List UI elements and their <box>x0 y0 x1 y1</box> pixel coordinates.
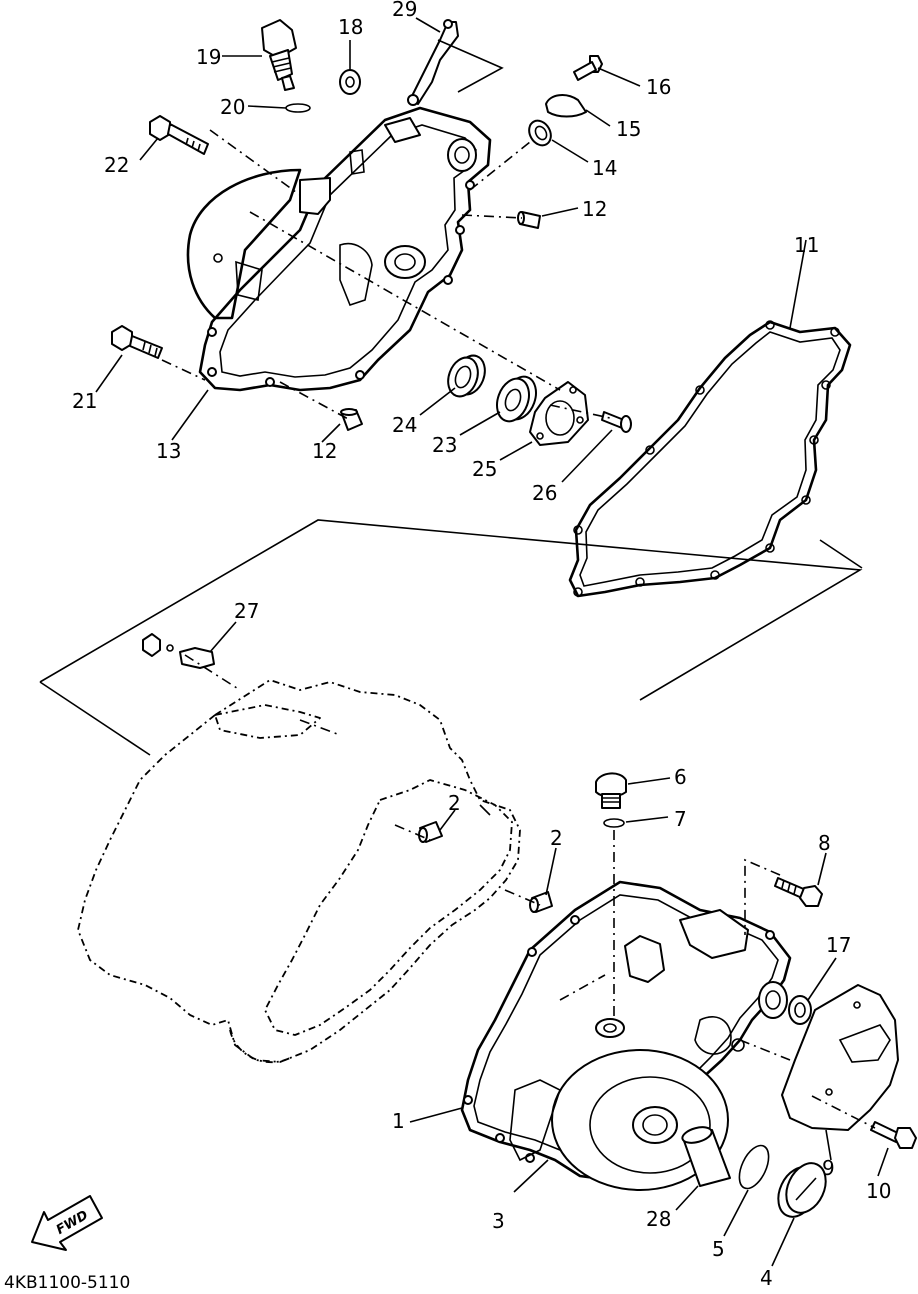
callout-19: 19 <box>196 45 221 69</box>
callout-21: 21 <box>72 389 97 413</box>
cover-3 <box>509 1079 561 1162</box>
callout-15: 15 <box>616 117 641 141</box>
callout-8: 8 <box>818 831 831 855</box>
callout-5: 5 <box>712 1237 725 1261</box>
callout-24: 24 <box>392 413 417 437</box>
callout-13: 13 <box>156 439 181 463</box>
guard-9 <box>781 984 899 1131</box>
callout-23: 23 <box>432 433 457 457</box>
callout-25: 25 <box>472 457 497 481</box>
gasket-11 <box>568 320 852 598</box>
callout-4: 4 <box>760 1266 773 1290</box>
leader-lines <box>95 17 889 1267</box>
bolt-8 <box>774 877 823 907</box>
engine-case-phantom <box>77 679 521 1063</box>
callout-10: 10 <box>866 1179 891 1203</box>
bearing-plate-25 <box>529 381 589 446</box>
callout-3: 3 <box>492 1209 505 1233</box>
dowel-pin-2-left <box>418 821 443 843</box>
bolt-22 <box>149 115 209 155</box>
callout-7: 7 <box>674 807 687 831</box>
callout-labels: 1 2 2 3 4 5 6 7 8 9 10 11 12 12 13 14 15… <box>72 0 891 1290</box>
cable-clamp-27 <box>142 633 215 669</box>
oil-seal-14 <box>528 119 552 147</box>
plug-6 <box>595 772 627 809</box>
collar-28 <box>681 1126 731 1187</box>
callout-14: 14 <box>592 156 617 180</box>
bearing-23 <box>496 375 537 423</box>
callout-2-lower: 2 <box>550 826 563 850</box>
callout-27: 27 <box>234 599 259 623</box>
assembly-frame <box>39 39 863 816</box>
screw-26 <box>601 411 632 433</box>
plate-15 <box>545 94 587 118</box>
oil-seal-24 <box>447 354 486 398</box>
callout-17: 17 <box>826 933 851 957</box>
bolt-21 <box>111 325 163 359</box>
callout-9: 9 <box>822 1156 835 1180</box>
callout-1: 1 <box>392 1109 405 1133</box>
dowel-pin-12-upper <box>517 211 541 229</box>
callout-16: 16 <box>646 75 671 99</box>
crankcase-cover-right <box>460 880 792 1191</box>
seal-18 <box>339 69 361 95</box>
o-ring-20 <box>285 103 311 113</box>
callout-29: 29 <box>392 0 417 21</box>
washer-7 <box>603 818 625 828</box>
dowel-pin-12-lower <box>340 408 363 431</box>
callout-18: 18 <box>338 15 363 39</box>
alignment-lines <box>161 129 876 1129</box>
crankcase-cover-left <box>186 106 492 392</box>
plug-4 <box>777 1162 827 1218</box>
hose-guide-29 <box>407 19 459 106</box>
callout-26: 26 <box>532 481 557 505</box>
callout-28: 28 <box>646 1207 671 1231</box>
diagram-code: 4KB1100-5110 <box>4 1273 130 1293</box>
oil-filler-cap-19 <box>261 19 297 91</box>
bolt-16 <box>573 55 603 81</box>
o-ring-5 <box>738 1144 770 1190</box>
callout-12-upper: 12 <box>582 197 607 221</box>
oil-seal-17 <box>788 995 812 1025</box>
bolt-10 <box>870 1121 917 1149</box>
callout-11: 11 <box>794 233 819 257</box>
callout-22: 22 <box>104 153 129 177</box>
callout-6: 6 <box>674 765 687 789</box>
callout-12-lower: 12 <box>312 439 337 463</box>
callout-20: 20 <box>220 95 245 119</box>
callout-2-upper: 2 <box>448 791 461 815</box>
fwd-arrow-icon: FWD <box>31 1195 103 1251</box>
